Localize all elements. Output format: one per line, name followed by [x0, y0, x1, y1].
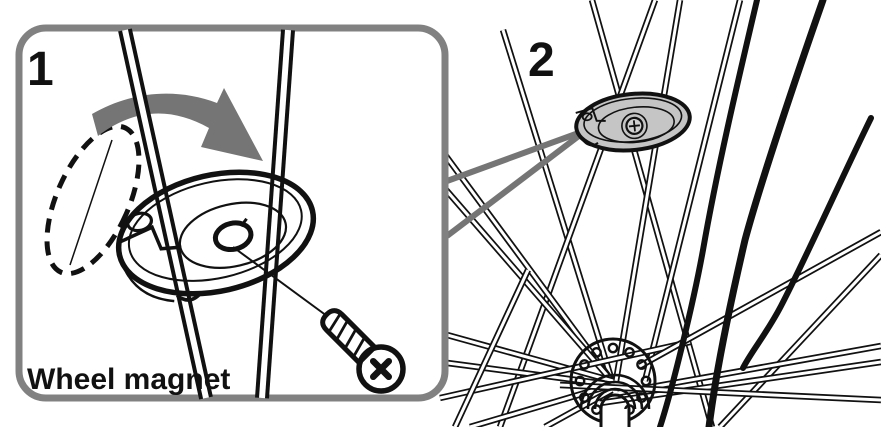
bicycle-spokes	[437, 0, 881, 427]
previous-position-dashed-outline	[44, 123, 142, 277]
spokes-closeup	[118, 28, 295, 400]
wheel-magnet-installed	[574, 91, 692, 153]
step1-panel: 1 Wheel magnet	[15, 24, 449, 402]
wheel-magnet-caption: Wheel magnet	[27, 363, 230, 396]
step1-panel-border	[15, 24, 449, 402]
screw-icon	[320, 308, 406, 394]
hub-spoke-holes	[574, 342, 652, 415]
magnet-clamp-large	[119, 211, 203, 302]
fork-and-rim-lines	[657, 0, 874, 427]
step2-number: 2	[528, 34, 555, 87]
screw-pointer-line	[232, 246, 328, 317]
magnet-screw-cross-icon	[628, 120, 640, 132]
wheel-hub	[569, 337, 657, 427]
magnet-clamp	[575, 106, 606, 147]
step2-panel: 2	[437, 0, 881, 427]
hub-axle-arcs	[579, 373, 651, 427]
zoom-callout-lines	[445, 128, 586, 239]
step1-number: 1	[27, 43, 54, 96]
phillips-cross-icon	[369, 357, 393, 381]
